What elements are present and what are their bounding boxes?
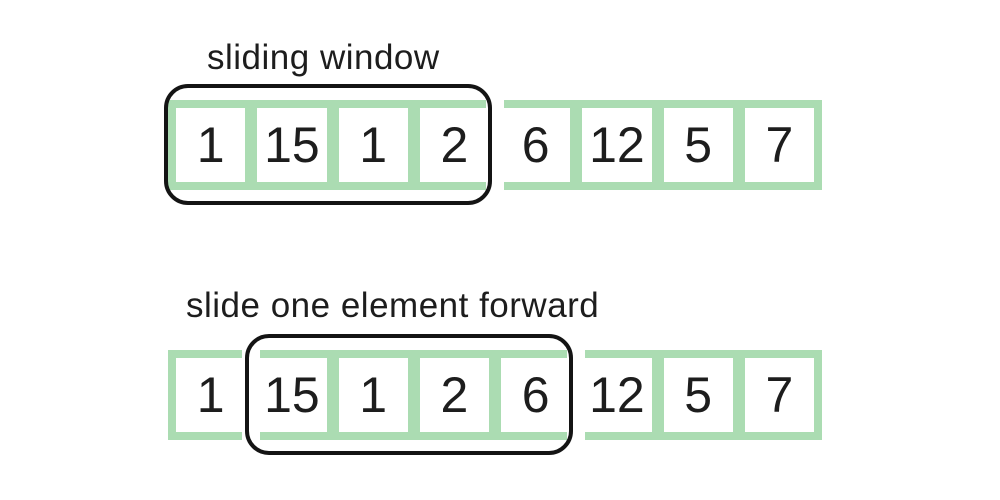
window-outline (164, 84, 492, 205)
window-outline (245, 334, 574, 455)
array-cell-value: 15 (264, 117, 320, 173)
array-cell-value: 2 (440, 367, 469, 423)
array-cell: 1 (176, 108, 246, 182)
array-cell: 7 (744, 358, 814, 432)
array-cell: 5 (663, 358, 733, 432)
array-cell-value: 12 (589, 367, 645, 423)
array-cell-value: 5 (684, 117, 713, 173)
array-cell-value: 15 (264, 367, 320, 423)
array-cell: 2 (419, 108, 489, 182)
array-cell-value: 1 (196, 367, 225, 423)
array-cell: 1 (338, 108, 408, 182)
step-label: sliding window (207, 38, 440, 77)
array-cell: 6 (501, 108, 571, 182)
array-cell: 12 (582, 358, 652, 432)
array-cell-value: 2 (440, 117, 469, 173)
array-cell-value: 7 (765, 367, 794, 423)
array-cell-value: 12 (589, 117, 645, 173)
array-cell: 6 (501, 358, 571, 432)
step-label: slide one element forward (186, 286, 600, 325)
array-cell-value: 1 (359, 117, 388, 173)
array-cell: 1 (338, 358, 408, 432)
array-cell: 7 (744, 108, 814, 182)
array-cell: 12 (582, 108, 652, 182)
array-cell: 15 (257, 108, 327, 182)
array-cell-value: 6 (521, 367, 550, 423)
array-cell: 15 (257, 358, 327, 432)
array-cell-value: 5 (684, 367, 713, 423)
array-cell-value: 1 (359, 367, 388, 423)
array-cell-value: 1 (196, 117, 225, 173)
array-cell-value: 6 (521, 117, 550, 173)
array-cell: 1 (176, 358, 246, 432)
array-cell-value: 7 (765, 117, 794, 173)
array-cell: 5 (663, 108, 733, 182)
array-cell: 2 (419, 358, 489, 432)
